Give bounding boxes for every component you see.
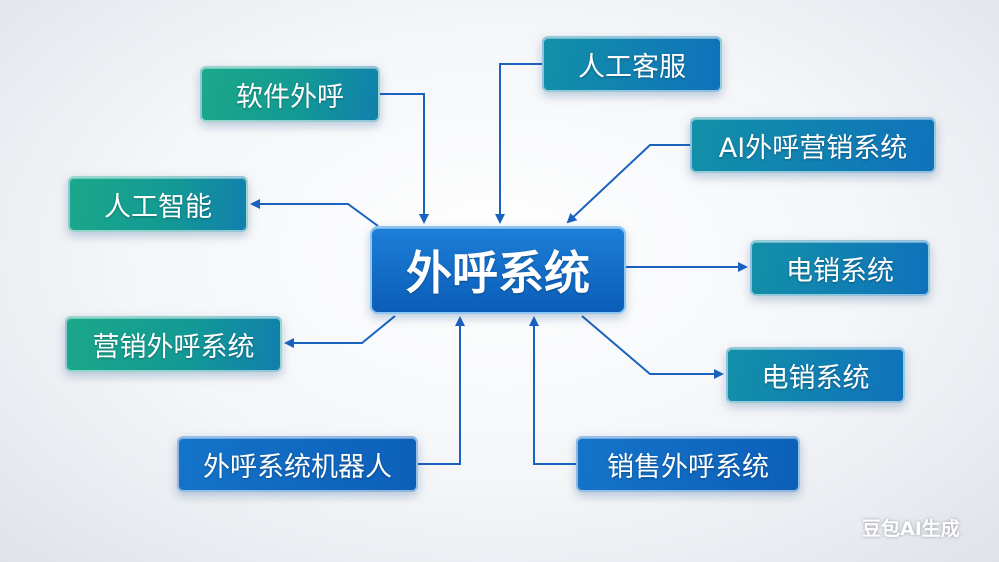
node-ai-marketing: AI外呼营销系统 — [690, 117, 936, 173]
arrow-ai — [250, 199, 379, 227]
node-ai: 人工智能 — [68, 176, 248, 232]
watermark: 豆包AI生成 — [862, 518, 960, 540]
node-telesales-1: 电销系统 — [750, 240, 930, 296]
node-robot: 外呼系统机器人 — [177, 436, 418, 492]
center-node: 外呼系统 — [370, 226, 626, 314]
arrow-telesales-2 — [581, 315, 724, 379]
arrow-human-service — [495, 63, 542, 224]
node-sales-call: 销售外呼系统 — [576, 436, 800, 492]
arrow-robot — [418, 316, 465, 465]
arrow-marketing-call — [284, 315, 396, 348]
arrow-software-call — [380, 93, 429, 224]
node-marketing-call: 营销外呼系统 — [65, 316, 282, 372]
arrow-sales-call — [529, 316, 576, 465]
node-software-call: 软件外呼 — [200, 66, 380, 122]
arrow-ai-marketing — [566, 144, 690, 224]
node-human-service: 人工客服 — [542, 36, 722, 92]
node-telesales-2: 电销系统 — [726, 347, 905, 403]
